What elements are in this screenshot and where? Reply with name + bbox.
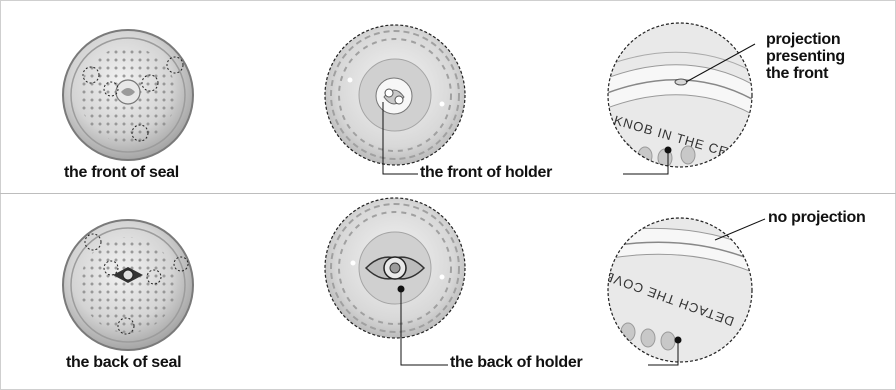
holder-back-marker xyxy=(398,286,405,293)
projection-caption-line-2: presenting xyxy=(766,48,845,65)
projection-caption-line-3: the front xyxy=(766,65,828,82)
holder-back-illustration xyxy=(325,198,465,338)
seal-front-illustration xyxy=(63,30,193,160)
no-projection-leader-line xyxy=(715,219,765,240)
projection-caption-line-1: projection xyxy=(766,31,840,48)
seal-back-illustration xyxy=(63,220,193,350)
detail-back-marker xyxy=(675,337,682,344)
holder-front-illustration xyxy=(325,25,465,165)
no-projection-caption: no projection xyxy=(768,209,865,226)
detail-front-illustration: KNOB IN THE CE xyxy=(590,20,770,170)
holder-front-caption: the front of holder xyxy=(420,164,552,181)
holder-back-caption: the back of holder xyxy=(450,354,582,371)
seal-front-caption: the front of seal xyxy=(64,164,179,181)
detail-front-marker xyxy=(665,147,672,154)
seal-back-caption: the back of seal xyxy=(66,354,181,371)
